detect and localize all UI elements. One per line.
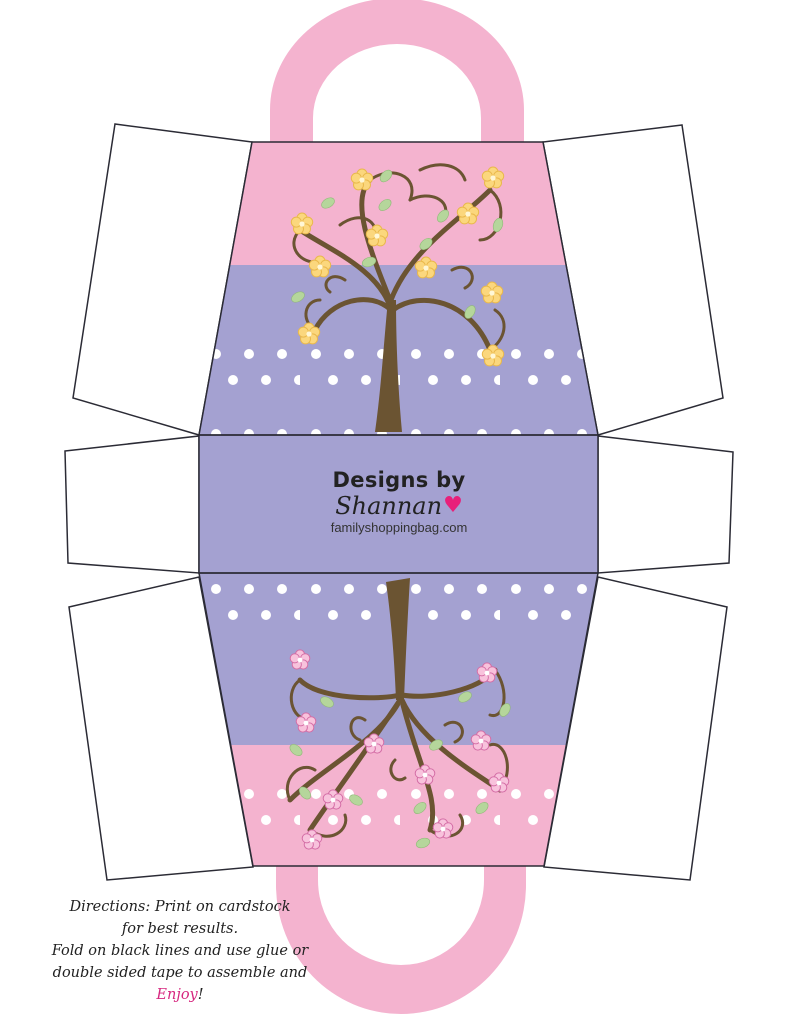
flap-mid-right [597, 435, 734, 574]
bottom-tree-illustration [285, 578, 513, 850]
brand-url: familyshoppingbag.com [330, 520, 468, 535]
middle-panel [199, 435, 598, 573]
directions-line-3: Fold on black lines and use glue or [51, 943, 309, 959]
directions-text: Directions: Print on cardstock for best … [30, 896, 330, 1006]
directions-line-4: double sided tape to assemble and [52, 965, 308, 981]
heart-icon: ♥ [443, 493, 463, 518]
flap-bottom-left [68, 576, 254, 881]
glue-flaps [64, 123, 734, 881]
flap-mid-left [64, 435, 200, 574]
directions-line-2: for best results. [121, 921, 239, 937]
brand-name: Shannan [335, 492, 443, 520]
top-panel [199, 142, 598, 435]
enjoy-exclaim: ! [197, 987, 204, 1003]
directions-line-1: Directions: Print on cardstock [69, 899, 291, 915]
fold-lines [198, 141, 599, 867]
top-handle [270, 0, 524, 143]
bottom-panel [199, 573, 598, 866]
bottom-handle [276, 866, 526, 1015]
designer-branding: Designs by Shannan♥ familyshoppingbag.co… [299, 468, 499, 535]
top-tree-illustration [289, 163, 506, 432]
flap-bottom-right [543, 576, 728, 881]
brand-title: Designs by [332, 468, 466, 492]
enjoy-word: Enjoy [156, 987, 198, 1003]
